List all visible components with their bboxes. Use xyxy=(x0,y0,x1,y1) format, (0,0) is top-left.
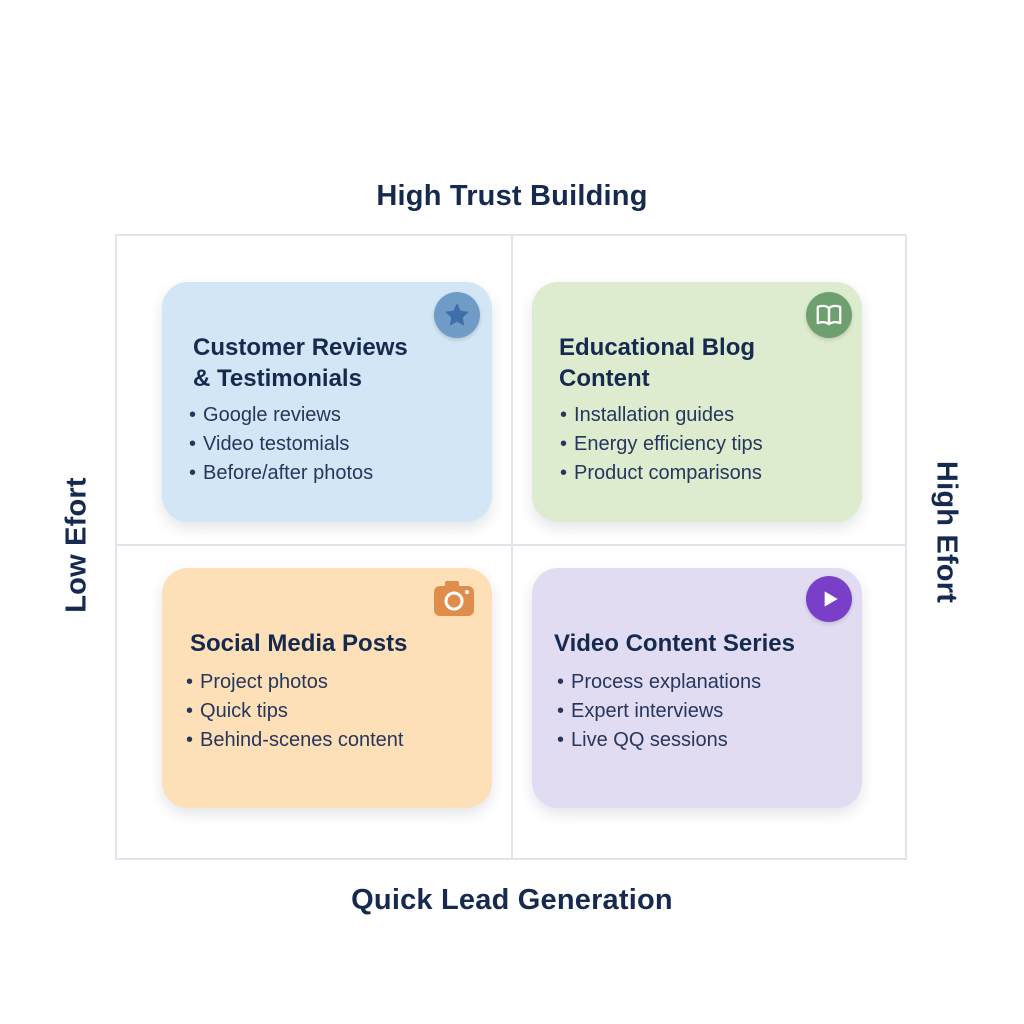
list-item: Live QQ sessions xyxy=(557,726,761,755)
axis-label-right: High Efort xyxy=(930,460,963,604)
card-title: Social Media Posts xyxy=(190,630,408,657)
grid-divider-vertical xyxy=(511,234,513,860)
axis-label-left: Low Efort xyxy=(60,477,93,613)
card-title: Video Content Series xyxy=(554,630,795,657)
axis-label-top: High Trust Building xyxy=(376,180,648,212)
list-item: Video testomials xyxy=(189,430,373,459)
list-item: Quick tips xyxy=(186,697,403,726)
bullet-list: Installation guides Energy efficiency ti… xyxy=(560,401,763,488)
list-item: Process explanations xyxy=(557,668,761,697)
list-item: Google reviews xyxy=(189,401,373,430)
card-title: Customer Reviews & Testimonials xyxy=(193,334,408,392)
quadrant-card-video-content: Video Content Series Process explanation… xyxy=(532,568,862,808)
quadrant-card-social-media: Social Media Posts Project photos Quick … xyxy=(162,568,492,808)
card-title: Educational Blog Content xyxy=(559,334,756,392)
grid-divider-horizontal xyxy=(115,544,907,546)
list-item: Product comparisons xyxy=(560,459,763,488)
list-item: Before/after photos xyxy=(189,459,373,488)
star-icon xyxy=(434,292,480,338)
axis-label-bottom: Quick Lead Generation xyxy=(351,884,673,916)
camera-icon xyxy=(432,578,476,618)
list-item: Energy efficiency tips xyxy=(560,430,763,459)
quadrant-card-customer-reviews: Customer Reviews & Testimonials Google r… xyxy=(162,282,492,522)
bullet-list: Google reviews Video testomials Before/a… xyxy=(189,401,373,488)
list-item: Behind-scenes content xyxy=(186,726,403,755)
bullet-list: Process explanations Expert interviews L… xyxy=(557,668,761,755)
list-item: Installation guides xyxy=(560,401,763,430)
play-icon xyxy=(806,576,852,622)
list-item: Expert interviews xyxy=(557,697,761,726)
book-icon xyxy=(806,292,852,338)
list-item: Project photos xyxy=(186,668,403,697)
bullet-list: Project photos Quick tips Behind-scenes … xyxy=(186,668,403,755)
quadrant-card-educational-blog: Educational Blog Content Installation gu… xyxy=(532,282,862,522)
